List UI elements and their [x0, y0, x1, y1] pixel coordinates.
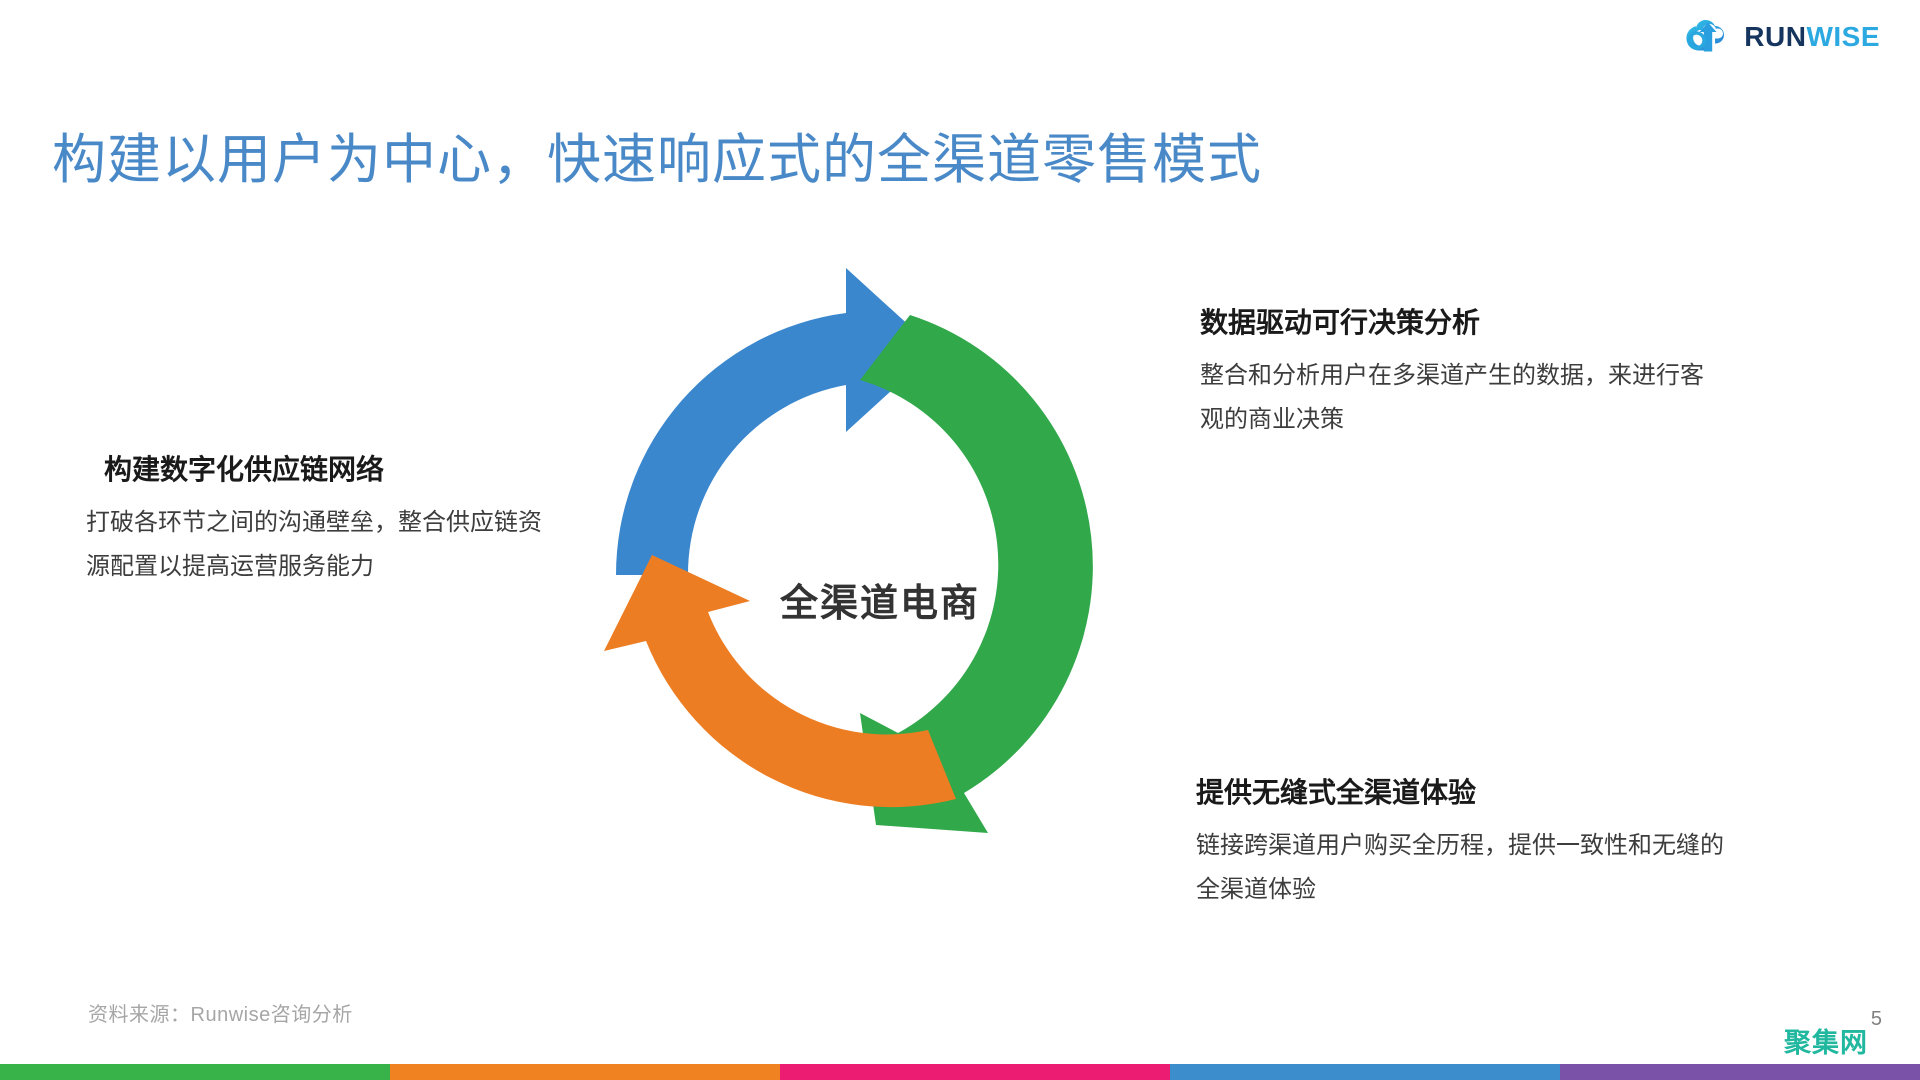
callout-data-driven-title: 数据驱动可行决策分析 — [1200, 307, 1481, 338]
bottom-color-bar — [0, 1064, 1920, 1080]
runwise-logo: RUNWISE — [1682, 14, 1880, 60]
cloud-arrow-up-icon — [1686, 19, 1725, 52]
green-arrow — [860, 315, 1093, 833]
callout-supply-chain: 构建数字化供应链网络 打破各环节之间的沟通壁垒，整合供应链资源配置以提高运营服务… — [86, 452, 556, 590]
page-number: 5 — [1870, 1008, 1882, 1030]
bottom-bar-segment-purple — [1560, 1064, 1920, 1080]
logo-wordmark: RUNWISE — [1744, 23, 1880, 51]
logo-word-wise: WISE — [1806, 21, 1880, 52]
callout-seamless-title: 提供无缝式全渠道体验 — [1196, 777, 1477, 808]
callout-data-driven: 数据驱动可行决策分析 整合和分析用户在多渠道产生的数据，来进行客观的商业决策 — [1200, 305, 1720, 443]
callout-supply-chain-title: 构建数字化供应链网络 — [104, 454, 385, 485]
source-note: 资料来源：Runwise咨询分析 — [88, 1004, 353, 1026]
bottom-bar-segment-blue — [1170, 1064, 1560, 1080]
cycle-diagram: 全渠道电商 — [560, 255, 1200, 845]
blue-arrow — [615, 268, 936, 575]
callout-seamless: 提供无缝式全渠道体验 链接跨渠道用户购买全历程，提供一致性和无缝的全渠道体验 — [1196, 775, 1736, 913]
bottom-bar-segment-orange — [390, 1064, 780, 1080]
bottom-bar-segment-green — [0, 1064, 390, 1080]
callout-supply-chain-body: 打破各环节之间的沟通壁垒，整合供应链资源配置以提高运营服务能力 — [86, 509, 542, 581]
cycle-center-label: 全渠道电商 — [779, 583, 980, 625]
cycle-diagram-svg — [604, 268, 1093, 833]
orange-arrow — [604, 555, 956, 808]
callout-seamless-body: 链接跨渠道用户购买全历程，提供一致性和无缝的全渠道体验 — [1196, 832, 1724, 904]
logo-word-run: RUN — [1744, 21, 1807, 52]
page-title: 构建以用户为中心，快速响应式的全渠道零售模式 — [52, 130, 1262, 191]
bottom-bar-segment-magenta — [780, 1064, 1170, 1080]
watermark-logo: 聚集网 — [1784, 1028, 1868, 1058]
callout-data-driven-body: 整合和分析用户在多渠道产生的数据，来进行客观的商业决策 — [1200, 362, 1704, 434]
